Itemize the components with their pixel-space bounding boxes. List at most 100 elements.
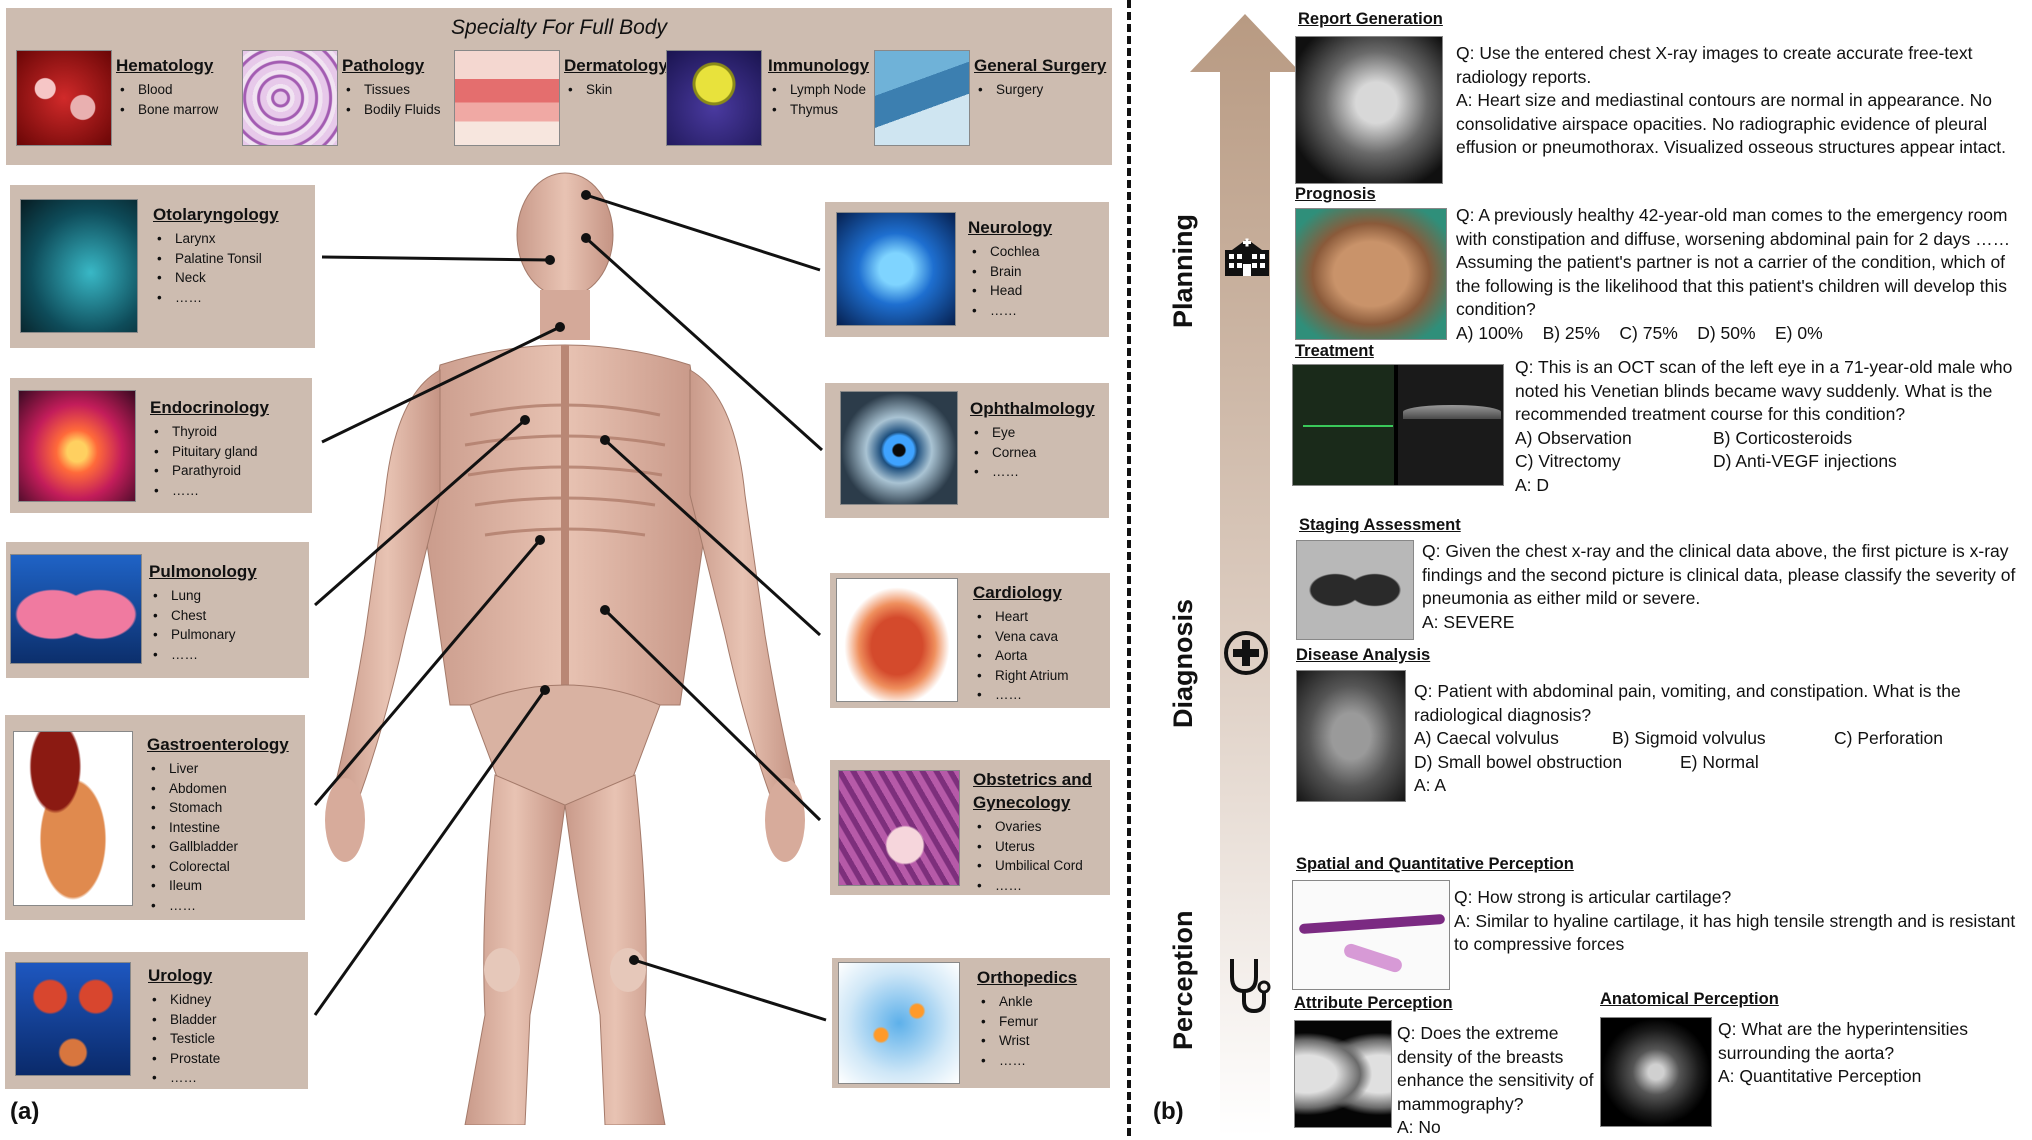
question-text: Q: Given the chest x-ray and the clinica… [1422,541,2016,608]
list-item: Skin [564,80,668,100]
list-item: Eye [970,423,1095,443]
list-item: Colorectal [147,857,289,877]
immunology-card: Immunology Lymph Node Thymus [768,56,869,119]
otolaryngology-panel: Otolaryngology Larynx Palatine Tonsil Ne… [10,185,315,348]
obstetrics-gynecology-card: Obstetrics and Gynecology Ovaries Uterus… [973,770,1092,895]
hematology-image [16,50,112,146]
list-item: …… [973,876,1092,896]
progression-arrow [1190,14,1300,1136]
list-item: Blood [116,80,218,100]
list-item: …… [973,685,1069,705]
anatomical-qa: Q: What are the hyperintensities surroun… [1718,1018,1998,1089]
disease-qa: Q: Patient with abdominal pain, vomiting… [1414,680,2028,798]
pathology-image [242,50,338,146]
list-item: Head [968,281,1052,301]
hospital-icon [1225,238,1269,276]
gastroenterology-image [13,731,133,906]
immunology-image [666,50,762,146]
list-item: Lymph Node [768,80,869,100]
disease-analysis-title: Disease Analysis [1296,646,1431,664]
pulmonology-image [10,554,142,664]
urology-panel: Urology Kidney Bladder Testicle Prostate… [5,952,308,1089]
spatial-qa: Q: How strong is articular cartilage? A:… [1454,886,2024,957]
list-item: Pituitary gland [150,442,269,462]
report-xray-image [1295,36,1443,184]
urology-image [15,962,131,1076]
list-item: Ankle [977,992,1077,1012]
list-item: Parathyroid [150,461,269,481]
list-item: Testicle [148,1029,220,1049]
panel-a-label: (a) [10,1098,40,1125]
hematology-card: Hematology Blood Bone marrow [116,56,218,119]
hematology-title: Hematology [116,56,214,75]
treatment-title: Treatment [1295,342,1374,360]
neurology-image [836,212,956,326]
list-item: …… [968,301,1052,321]
obstetrics-gynecology-title-line1: Obstetrics and [973,770,1093,789]
cardiology-image [836,578,958,702]
answer-option: D) Small bowel obstruction [1414,751,1623,772]
list-item: Kidney [148,990,220,1010]
list-item: Ovaries [973,817,1092,837]
staging-xray-image [1296,540,1414,640]
top-specialty-band: Specialty For Full Body Hematology Blood… [6,8,1112,165]
list-item: Larynx [153,229,279,249]
list-item: Right Atrium [973,666,1069,686]
list-item: Stomach [147,798,289,818]
gastroenterology-panel: Gastroenterology Liver Abdomen Stomach I… [5,715,305,920]
list-item: Surgery [974,80,1106,100]
orthopedics-panel: Orthopedics Ankle Femur Wrist …… [832,958,1110,1088]
list-item: …… [970,462,1095,482]
answer-option: B) Corticosteroids [1713,427,1853,448]
dermatology-title: Dermatology [564,56,668,75]
stethoscope-icon [1230,959,1271,1014]
question-text: Q: Use the entered chest X-ray images to… [1456,43,1973,87]
endocrinology-panel: Endocrinology Thyroid Pituitary gland Pa… [10,378,312,513]
stage-diagnosis: Diagnosis [1168,598,1198,728]
ophthalmology-card: Ophthalmology Eye Cornea …… [970,399,1095,482]
connector-lines [313,190,827,1022]
list-item: …… [148,1068,220,1088]
list-item: Thyroid [150,422,269,442]
neurology-panel: Neurology Cochlea Brain Head …… [825,202,1109,337]
obstetrics-gynecology-image [838,770,960,886]
list-item: Cochlea [968,242,1052,262]
list-item: Bone marrow [116,100,218,120]
list-item: Cornea [970,443,1095,463]
question-text: Q: How strong is articular cartilage? [1454,887,1732,907]
human-body-illustration [325,172,805,1125]
staging-qa: Q: Given the chest x-ray and the clinica… [1422,540,2030,634]
list-item: Umbilical Cord [973,856,1092,876]
list-item: Wrist [977,1031,1077,1051]
question-text: Q: What are the hyperintensities surroun… [1718,1019,1968,1063]
ophthalmology-title: Ophthalmology [970,399,1095,418]
list-item: Femur [977,1012,1077,1032]
orthopedics-image [838,962,960,1084]
cardiology-panel: Cardiology Heart Vena cava Aorta Right A… [830,573,1110,708]
answer-text: A: Heart size and mediastinal contours a… [1456,90,2006,157]
report-qa: Q: Use the entered chest X-ray images to… [1456,42,2026,160]
ophthalmology-panel: Ophthalmology Eye Cornea …… [825,383,1109,518]
list-item: Ileum [147,876,289,896]
question-text: Q: A previously healthy 42-year-old man … [1456,205,2011,319]
disease-xray-image [1296,670,1406,802]
attribute-qa: Q: Does the extreme density of the breas… [1397,1022,1612,1140]
answer-options: A) 100% B) 25% C) 75% D) 50% E) 0% [1456,322,1823,343]
neurology-card: Neurology Cochlea Brain Head …… [968,218,1052,320]
question-text: Q: Patient with abdominal pain, vomiting… [1414,681,1961,725]
prognosis-qa: Q: A previously healthy 42-year-old man … [1456,204,2026,345]
pulmonology-title: Pulmonology [149,562,257,581]
otolaryngology-image [20,199,138,333]
answer-text: A: No [1397,1117,1441,1137]
pathology-title: Pathology [342,56,425,75]
answer-text: A: D [1515,474,1550,495]
list-item: Palatine Tonsil [153,249,279,269]
answer-option: A) Observation [1515,427,1632,448]
treatment-oct-image [1292,364,1504,486]
dashed-divider [1127,0,1131,1136]
obstetrics-gynecology-title-line2: Gynecology [973,793,1071,812]
stage-perception: Perception [1168,910,1198,1050]
otolaryngology-title: Otolaryngology [153,205,279,224]
list-item: Bladder [148,1010,220,1030]
panel-b-label: (b) [1153,1098,1184,1125]
